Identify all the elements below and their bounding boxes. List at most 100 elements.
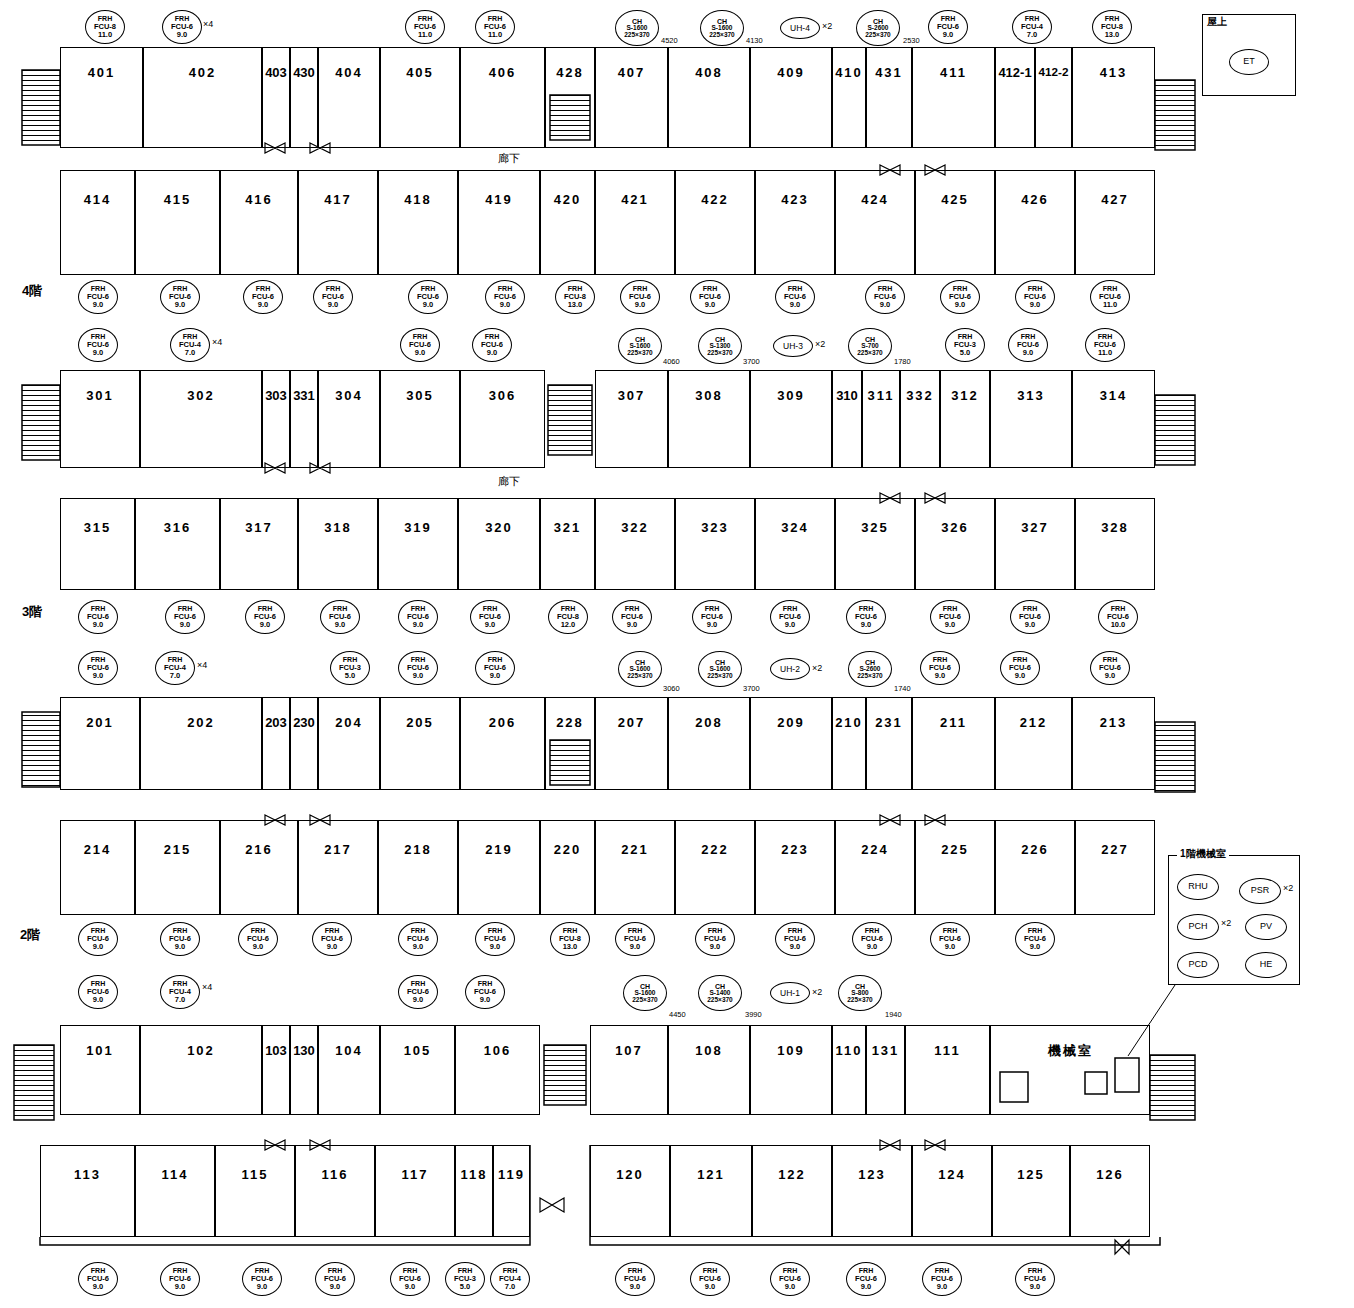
unit-spec: 9.0 <box>327 943 337 951</box>
room-box: 107 <box>590 1025 668 1115</box>
room-number: 411 <box>940 66 967 80</box>
unit-spec: 11.0 <box>418 31 432 39</box>
dimension: 4130 <box>745 37 764 45</box>
fan-coil-circle: FRHFCU-69.0 <box>940 280 980 314</box>
unit-spec: 9.0 <box>785 621 795 629</box>
unit-spec: 9.0 <box>413 943 423 951</box>
room-box: 214 <box>60 820 135 915</box>
unit-spec: FRH <box>498 285 512 292</box>
unit-spec: 9.0 <box>790 943 800 951</box>
room-box: 218 <box>378 820 458 915</box>
unit-spec: 225×370 <box>624 32 650 39</box>
room-number: 314 <box>1100 389 1128 403</box>
unit-spec: FCU-6 <box>254 613 276 621</box>
room-number: 305 <box>406 389 434 403</box>
unit-spec: FCU-6 <box>407 935 429 943</box>
unit-spec: FCU-6 <box>1009 664 1031 672</box>
quantity-mark: ×4 <box>202 983 212 993</box>
fan-coil-circle: FRHFCU-69.0 <box>695 922 735 956</box>
room-box: 322 <box>595 498 675 590</box>
room-number: 216 <box>245 843 273 857</box>
room-box: 301 <box>60 370 140 468</box>
room-box: 421 <box>595 170 675 275</box>
room-number: 318 <box>324 521 352 535</box>
quantity-mark: ×4 <box>197 661 207 671</box>
unit-spec: CH <box>632 18 642 25</box>
room-box: 130 <box>290 1025 318 1115</box>
room-number: 416 <box>245 193 273 207</box>
room-box: 109 <box>750 1025 832 1115</box>
unit-spec: FRH <box>1105 15 1119 22</box>
unit-spec: 9.0 <box>630 1283 640 1291</box>
room-number: 308 <box>695 389 723 403</box>
unit-heater-oval: UH-2 <box>770 658 810 680</box>
unit-spec: FCU-6 <box>251 1275 273 1283</box>
unit-spec: FCU-6 <box>87 664 109 672</box>
quantity-mark: ×2 <box>1221 919 1231 929</box>
room-number: 303 <box>265 389 287 403</box>
room-box: 120 <box>590 1145 670 1237</box>
unit-spec: 13.0 <box>563 943 578 951</box>
unit-spec: 9.0 <box>945 621 955 629</box>
room-box: 307 <box>595 370 668 468</box>
room-number: 415 <box>164 193 192 207</box>
unit-spec: FCU-6 <box>779 1275 801 1283</box>
fan-coil-circle: FRHFCU-69.0 <box>1000 651 1040 685</box>
equipment-oval: HE <box>1245 952 1287 978</box>
room-number: 309 <box>777 389 805 403</box>
unit-spec: 9.0 <box>500 301 510 309</box>
room-number: 311 <box>868 389 895 403</box>
room-number: 430 <box>293 66 315 80</box>
room-number: 118 <box>461 1168 488 1182</box>
unit-spec: 9.0 <box>413 621 423 629</box>
unit-spec: FCU-4 <box>179 341 201 349</box>
room-box: 203 <box>262 697 290 790</box>
room-box: 328 <box>1075 498 1155 590</box>
room-box: 404 <box>318 47 380 148</box>
fan-coil-circle: FRHFCU-610.0 <box>1098 600 1138 634</box>
room-number: 215 <box>164 843 192 857</box>
unit-spec: FCU-6 <box>1017 341 1039 349</box>
room-number: 130 <box>293 1044 315 1058</box>
dimension: 4520 <box>660 37 679 45</box>
fan-coil-circle: FRHFCU-69.0 <box>78 1262 118 1296</box>
room-box: 212 <box>995 697 1072 790</box>
unit-spec: FRH <box>783 605 797 612</box>
room-box: 324 <box>755 498 835 590</box>
room-number: 227 <box>1101 843 1129 857</box>
unit-spec: 9.0 <box>710 943 720 951</box>
unit-spec: CH <box>715 336 725 343</box>
unit-spec: FCU-6 <box>784 293 806 301</box>
unit-spec: 9.0 <box>423 301 433 309</box>
unit-spec: FRH <box>91 285 105 292</box>
unit-spec: FCU-6 <box>1094 341 1116 349</box>
room-box: 402 <box>143 47 262 148</box>
fan-coil-circle: FRHFCU-69.0 <box>398 651 438 685</box>
room-number: 124 <box>938 1168 966 1182</box>
room-number: 107 <box>615 1044 643 1058</box>
unit-spec: 225×370 <box>865 32 891 39</box>
room-number: 131 <box>872 1044 900 1058</box>
fan-coil-circle: FRHFCU-69.0 <box>620 280 660 314</box>
unit-spec: FCU-6 <box>479 613 501 621</box>
unit-spec: FCU-6 <box>494 293 516 301</box>
unit-spec: 9.0 <box>93 943 103 951</box>
unit-spec: FRH <box>326 285 340 292</box>
unit-spec: 9.0 <box>861 621 871 629</box>
room-box: 417 <box>298 170 378 275</box>
unit-spec: FRH <box>563 927 577 934</box>
unit-spec: FCU-6 <box>174 613 196 621</box>
room-number: 224 <box>861 843 889 857</box>
room-number: 205 <box>406 716 434 730</box>
fan-coil-circle: FRHFCU-69.0 <box>470 600 510 634</box>
unit-spec: 9.0 <box>635 301 645 309</box>
room-number: 222 <box>701 843 729 857</box>
unit-spec: S-1600 <box>710 666 731 673</box>
group-title: 1階機械室 <box>1177 849 1229 860</box>
unit-spec: FRH <box>703 1267 717 1274</box>
unit-spec: 9.0 <box>93 672 103 680</box>
unit-spec: 13.0 <box>1105 31 1120 39</box>
unit-spec: 9.0 <box>785 1283 795 1291</box>
unit-spec: 9.0 <box>627 621 637 629</box>
